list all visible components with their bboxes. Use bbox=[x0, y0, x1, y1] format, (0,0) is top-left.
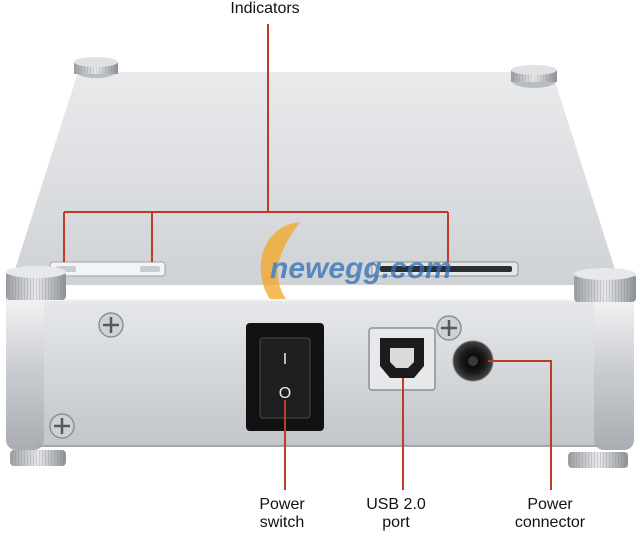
indicators-label: Indicators bbox=[200, 0, 330, 18]
usb-port-label-line2: port bbox=[382, 514, 410, 531]
usb-port-label: USB 2.0 port bbox=[356, 496, 436, 532]
front-rail-left bbox=[6, 290, 44, 450]
indicators-label-text: Indicators bbox=[230, 0, 300, 17]
usb-port[interactable] bbox=[368, 327, 436, 391]
power-connector-label-line2: connector bbox=[514, 514, 586, 531]
usb-port-label-line1: USB 2.0 bbox=[366, 496, 426, 513]
screw-bottom-left bbox=[49, 413, 75, 439]
callout-power-connector-line bbox=[488, 360, 552, 490]
rear-foot-left bbox=[74, 57, 118, 78]
screw-right bbox=[436, 315, 462, 341]
power-switch[interactable]: I O bbox=[246, 323, 324, 431]
rear-foot-right bbox=[511, 65, 557, 88]
front-foot-left bbox=[6, 266, 66, 300]
power-connector[interactable] bbox=[452, 340, 494, 382]
enclosure-top-surface bbox=[10, 72, 620, 285]
switch-on-symbol: I bbox=[283, 351, 287, 368]
switch-off-symbol: O bbox=[279, 385, 291, 402]
front-rail-right bbox=[594, 290, 634, 450]
power-connector-label: Power connector bbox=[490, 496, 610, 532]
front-foot-right bbox=[574, 268, 636, 302]
bottom-foot-left bbox=[10, 450, 66, 466]
power-connector-label-line1: Power bbox=[527, 496, 573, 513]
power-switch-label: Power switch bbox=[232, 496, 332, 532]
watermark-text: newegg.com bbox=[270, 252, 452, 285]
newegg-watermark: newegg.com bbox=[260, 222, 452, 315]
power-switch-label-line1: Power bbox=[259, 496, 305, 513]
power-switch-label-line2: switch bbox=[259, 514, 305, 531]
bottom-foot-right bbox=[568, 452, 628, 468]
callout-indicators-lines bbox=[63, 24, 449, 262]
indicator-led-2 bbox=[140, 266, 160, 272]
screw-top-left bbox=[98, 312, 124, 338]
